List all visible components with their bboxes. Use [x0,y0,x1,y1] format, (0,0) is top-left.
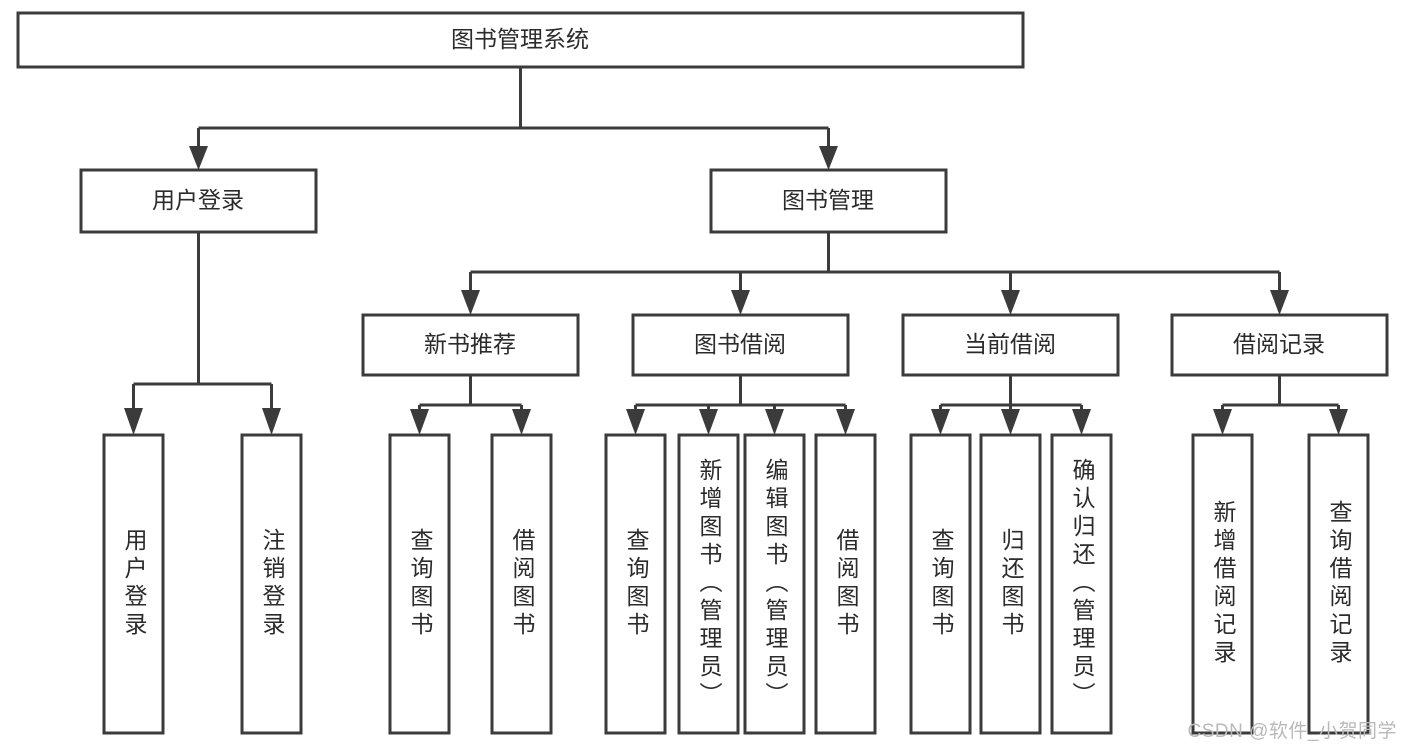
node-leaf-query-book-cb[interactable] [909,433,972,735]
node-leaf-user-login[interactable] [102,433,165,735]
arrowhead-br-leaf-1 [1213,409,1232,435]
arrowhead-bb-leaf-3 [765,409,784,435]
arrowhead-leaf-logout [262,408,281,435]
arrowhead-bb-leaf-4 [836,409,855,435]
node-leaf-borrow-book-bb[interactable] [814,433,877,735]
arrowhead-cb-leaf-3 [1072,409,1091,435]
connector-group-new-book-recommend [410,375,531,435]
node-leaf-borrow-book-nbr[interactable] [490,433,553,735]
connector-group-book-manage [461,232,1289,315]
node-current-borrow-label: 当前借阅 [964,331,1056,357]
arrowhead-cb-leaf-2 [1001,409,1020,435]
node-user-login-label: 用户登录 [152,187,244,213]
node-borrow-record-label: 借阅记录 [1233,331,1325,357]
node-leaf-add-book-admin[interactable] [677,433,740,735]
arrowhead-nbr-leaf-1 [410,409,429,435]
arrowhead-leaf-user-login [124,408,143,435]
node-borrow-record[interactable] [1170,313,1389,377]
arrowhead-book-manage [819,146,838,170]
arrowhead-bb-leaf-2 [699,409,718,435]
node-root-label: 图书管理系统 [451,26,589,52]
arrowhead-book-borrow [731,290,750,315]
watermark-text: CSDN @软件_小贺同学 [1187,721,1397,742]
arrowhead-nbr-leaf-2 [512,409,531,435]
connector-group-current-borrow [931,375,1091,435]
arrowhead-borrow-record [1270,290,1289,315]
node-leaf-logout[interactable] [240,433,303,735]
connector-group-book-borrow [626,375,855,435]
node-user-login[interactable] [79,168,318,234]
node-current-borrow[interactable] [901,313,1120,377]
arrowhead-br-leaf-2 [1329,409,1348,435]
connector-group-user-login [124,232,281,435]
arrowhead-cb-leaf-1 [931,409,950,435]
connector-group-borrow-record [1213,375,1348,435]
node-leaf-edit-book-admin[interactable] [743,433,806,735]
node-book-borrow[interactable] [631,313,850,377]
node-leaf-query-book-bb[interactable] [604,433,667,735]
connector-group-root [189,67,838,170]
node-leaf-confirm-return-admin[interactable] [1050,433,1113,735]
node-leaf-query-borrow-record[interactable] [1307,433,1370,735]
arrowhead-current-borrow [1001,290,1020,315]
arrowhead-new-book-recommend [461,290,480,315]
node-leaf-return-book[interactable] [979,433,1042,735]
node-leaf-query-book-nbr[interactable] [388,433,451,735]
node-leaf-add-borrow-record[interactable] [1191,433,1254,735]
node-book-management-label: 图书管理 [782,187,874,213]
node-book-management[interactable] [709,168,948,234]
node-new-book-recommend[interactable] [361,313,580,377]
node-new-book-recommend-label: 新书推荐 [424,331,516,357]
node-book-borrow-label: 图书借阅 [694,331,786,357]
arrowhead-user-login [189,146,208,170]
node-root-book-management-system[interactable] [16,11,1025,69]
arrowhead-bb-leaf-1 [626,409,645,435]
